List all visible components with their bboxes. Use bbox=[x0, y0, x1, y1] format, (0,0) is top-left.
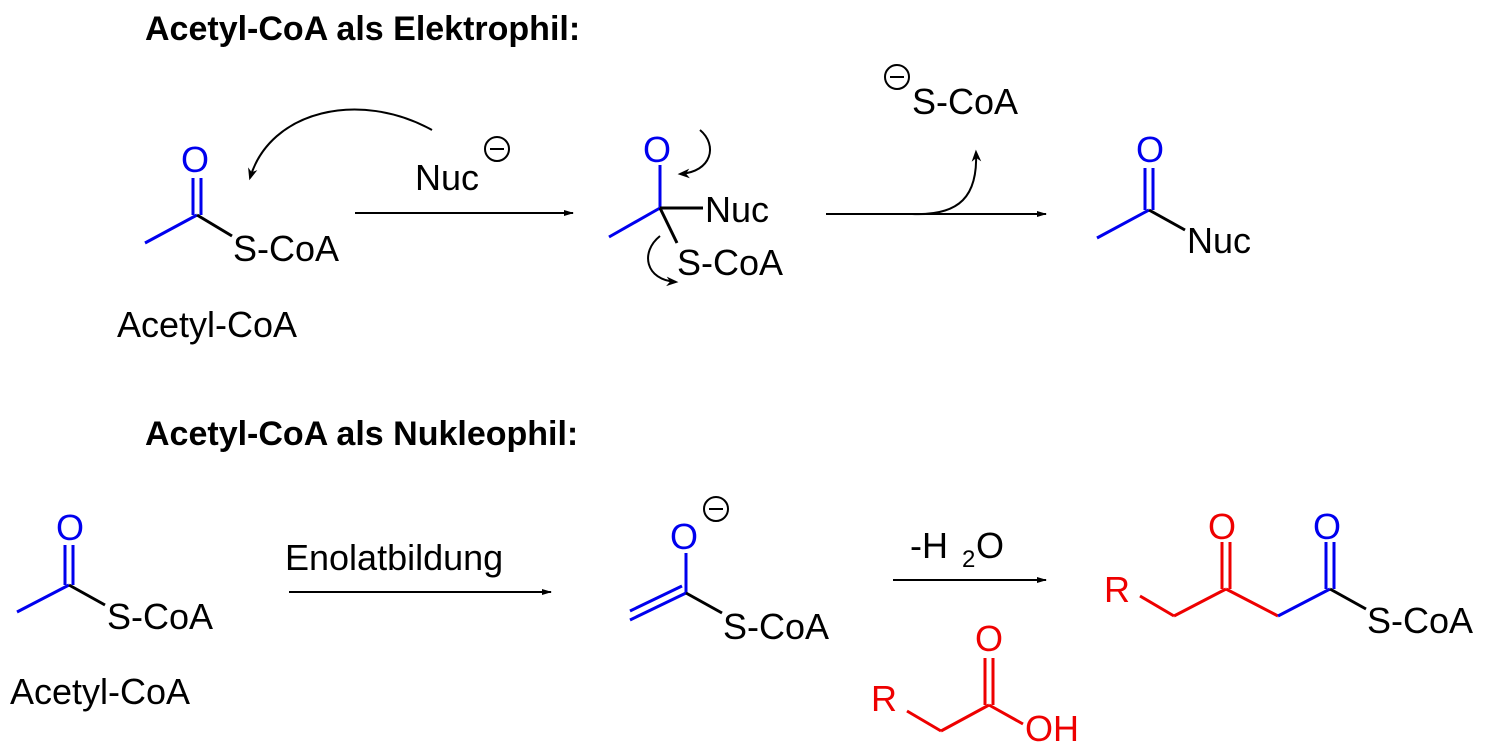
oxygen-atom: O bbox=[975, 618, 1003, 659]
heading-nucleophile: Acetyl-CoA als Nukleophil: bbox=[145, 415, 578, 453]
thioester-oxygen-atom: O bbox=[1313, 506, 1341, 547]
ketone-oxygen-atom: O bbox=[1208, 506, 1236, 547]
water-suffix: O bbox=[976, 525, 1004, 566]
c-s-bond bbox=[658, 207, 679, 244]
acetyl-coa-caption-top: Acetyl-CoA bbox=[117, 304, 297, 345]
acetyl-coa-molecule-bottom: O S-CoA bbox=[16, 507, 213, 637]
curved-arrow-leaving-group bbox=[647, 235, 679, 287]
vinyl-double-bond-1 bbox=[629, 591, 687, 622]
nuc-label: Nuc bbox=[705, 189, 769, 230]
ch2-c-bond bbox=[940, 703, 990, 733]
acyl-nuc-product: O Nuc bbox=[1096, 129, 1251, 261]
tetrahedral-intermediate: O Nuc S-CoA bbox=[608, 129, 783, 287]
hydroxyl-label: OH bbox=[1025, 708, 1079, 749]
ch2-thioester-bond bbox=[1277, 587, 1331, 618]
scoa-label: S-CoA bbox=[107, 596, 213, 637]
oxygen-atom: O bbox=[56, 507, 84, 548]
beta-ketoacyl-coa-product: R O O S-CoA bbox=[1104, 506, 1473, 641]
r-ch2-bond bbox=[906, 709, 942, 733]
oxygen-atom: O bbox=[643, 129, 671, 170]
acetyl-coa-caption-bottom: Acetyl-CoA bbox=[10, 671, 190, 712]
carbonyl-sulfur-bond bbox=[196, 213, 233, 238]
r-group-label: R bbox=[871, 678, 897, 719]
negative-charge-icon bbox=[484, 136, 510, 162]
curved-attack-arrow bbox=[248, 108, 433, 181]
acetyl-coa-molecule-top: O S-CoA bbox=[144, 139, 339, 269]
ch2-c-bond bbox=[1173, 587, 1227, 618]
curved-arrow-reform-carbonyl bbox=[677, 129, 711, 179]
r-group-label: R bbox=[1104, 569, 1130, 610]
methyl-carbonyl-bond bbox=[16, 583, 70, 614]
nucleophile-label: Nuc bbox=[415, 157, 479, 198]
leaving-group-scoa: S-CoA bbox=[912, 81, 1018, 122]
c-s-bond bbox=[685, 591, 723, 615]
water-prefix: -H bbox=[910, 525, 948, 566]
enolate-formation-label: Enolatbildung bbox=[285, 537, 503, 578]
scoa-label: S-CoA bbox=[1367, 600, 1473, 641]
oxygen-atom: O bbox=[1136, 129, 1164, 170]
scoa-label: S-CoA bbox=[233, 228, 339, 269]
methyl-bond bbox=[1096, 208, 1150, 240]
vinyl-double-bond-2 bbox=[629, 584, 683, 613]
oxygen-atom: O bbox=[670, 516, 698, 557]
water-loss-label: -H 2 O bbox=[910, 525, 1004, 573]
negative-charge-icon bbox=[884, 64, 910, 90]
carboxylic-acid-reagent: O R OH bbox=[871, 618, 1079, 749]
nuc-label: Nuc bbox=[1187, 220, 1251, 261]
c-oh-bond bbox=[988, 703, 1024, 726]
methyl-bond bbox=[608, 206, 661, 239]
enolate-molecule: O S-CoA bbox=[629, 516, 829, 647]
scoa-label: S-CoA bbox=[723, 606, 829, 647]
heading-electrophile: Acetyl-CoA als Elektrophil: bbox=[145, 10, 580, 48]
r-ch2-bond bbox=[1139, 594, 1175, 618]
c-nuc-bond bbox=[1148, 208, 1186, 232]
oxygen-atom: O bbox=[181, 139, 209, 180]
curved-elimination-arrow bbox=[911, 149, 982, 216]
carbonyl-sulfur-bond bbox=[68, 583, 106, 607]
methyl-carbonyl-bond bbox=[144, 213, 198, 245]
negative-charge-icon bbox=[703, 496, 729, 522]
c-s-bond bbox=[1329, 587, 1367, 611]
scoa-label: S-CoA bbox=[677, 242, 783, 283]
water-subscript: 2 bbox=[962, 546, 975, 573]
c-ch2-bond bbox=[1225, 587, 1279, 618]
